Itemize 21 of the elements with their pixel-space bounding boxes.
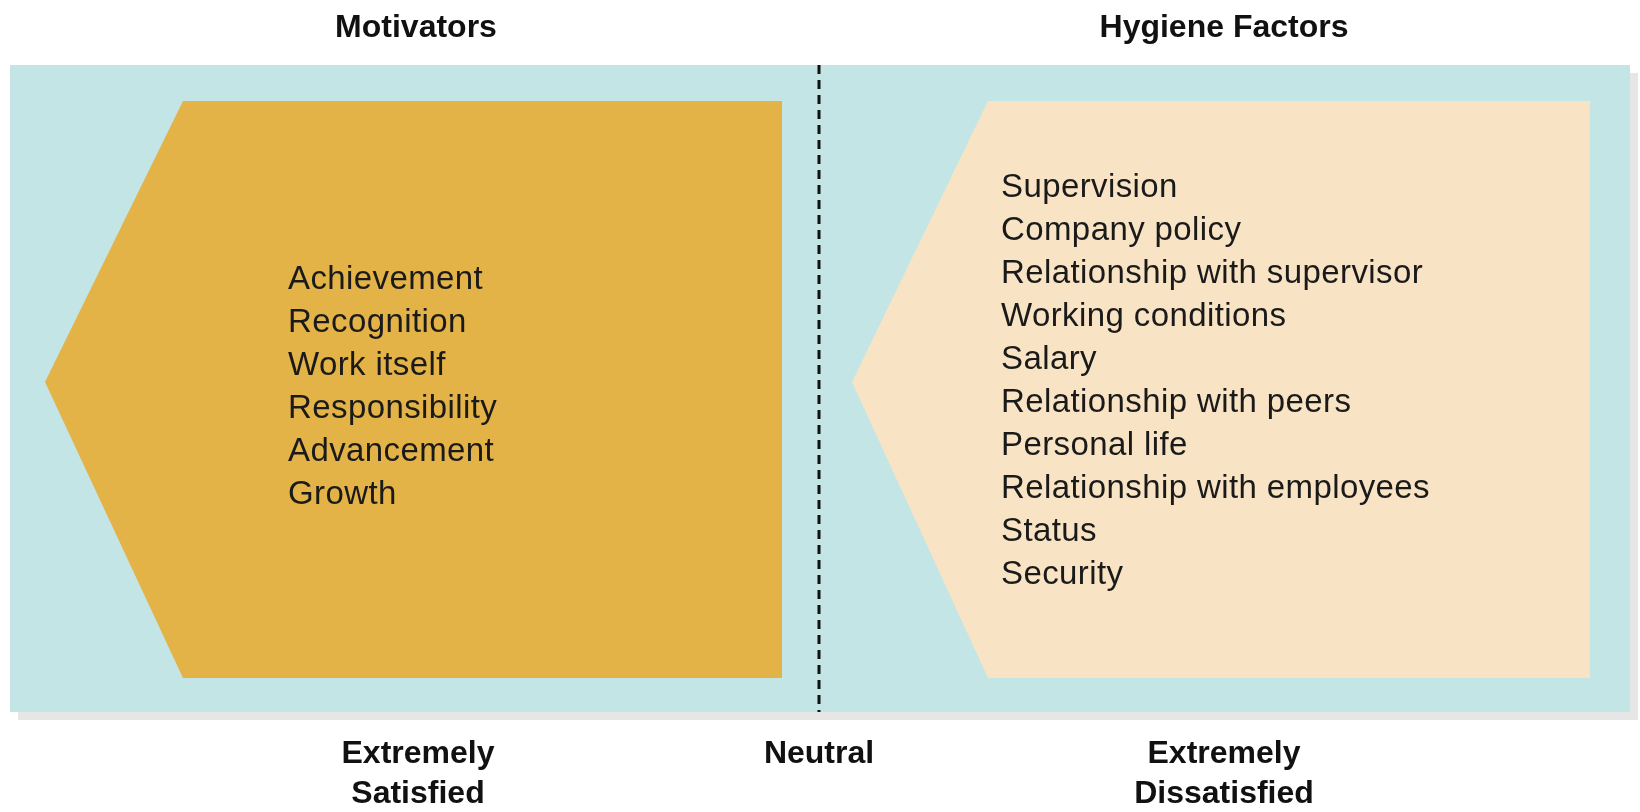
list-item-text: Relationship with employees (1001, 467, 1431, 507)
list-item-text: Personal life (1001, 424, 1188, 464)
list-item-text: Recognition (288, 301, 467, 341)
list-item-text: Relationship with supervisor (1001, 252, 1424, 292)
list-item-text: Advancement (288, 430, 495, 470)
list-item-text: Salary (1001, 338, 1097, 378)
list-item-text: Status (1001, 510, 1097, 550)
list-item-text: Work itself (288, 344, 446, 384)
scale-label: Extremely Satisfied (340, 733, 496, 812)
scale-label: Extremely Dissatisfied (1133, 733, 1315, 812)
scale-label: Neutral (762, 733, 876, 772)
list-item-text: Relationship with peers (1001, 381, 1352, 421)
column-heading: Motivators (334, 7, 498, 46)
list-item-text: Working conditions (1001, 295, 1287, 335)
column-heading: Hygiene Factors (1098, 7, 1350, 46)
list-item-text: Company policy (1001, 209, 1242, 249)
list-item-text: Responsibility (288, 387, 498, 427)
list-item-text: Security (1001, 553, 1124, 593)
list-item-text: Growth (288, 473, 397, 513)
list-item-text: Achievement (288, 258, 484, 298)
list-item-text: Supervision (1001, 166, 1178, 206)
